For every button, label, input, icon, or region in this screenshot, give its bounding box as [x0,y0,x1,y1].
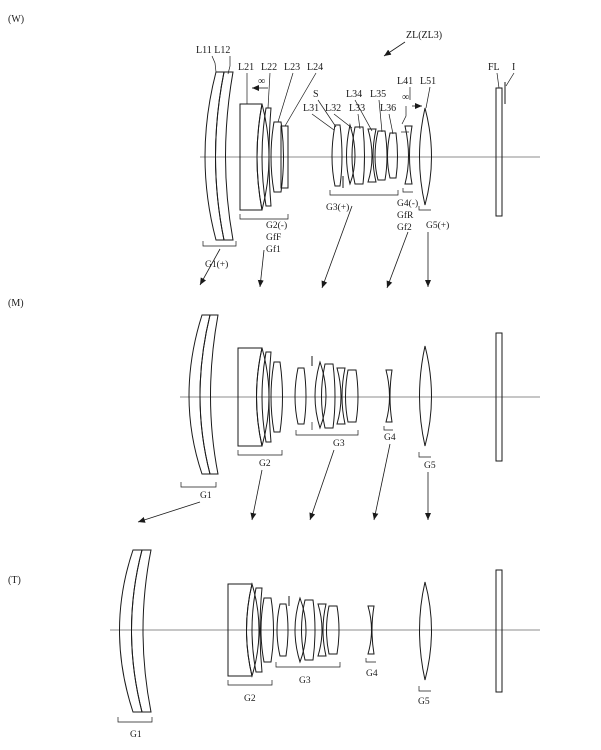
tele-g1-lens-group [119,549,152,713]
wide-g1-label: G1(+) [205,259,228,270]
label-zl-zl3: ZL(ZL3) [406,30,442,41]
label-l21: L21 [238,62,254,73]
wide-g4-infinity-mark: ∞ [402,92,409,103]
tele-position-diagram: (T) G1 G2 G3 G4 G5 [8,549,540,740]
label-l51: L51 [420,76,436,87]
wide-g5-label: G5(+) [426,220,449,231]
middle-g5-label: G5 [424,461,436,471]
middle-g3-lens-group [294,360,359,430]
middle-g1-label: G1 [200,491,212,501]
wide-g2-label: G2(-) [266,220,287,231]
tele-g5-label: G5 [418,697,430,707]
middle-g1-lens-group [188,314,219,475]
label-s: S [313,89,319,100]
tele-filter-plate [495,569,503,693]
wide-g5-lens [419,107,432,206]
middle-position-diagram: (M) G1 G2 G3 G4 [8,298,540,523]
tele-g5-lens [419,581,432,681]
label-l32: L32 [325,103,341,114]
wide-gf2-label: Gf2 [397,222,412,233]
middle-g4-label: G4 [384,433,396,443]
tele-g2-lens-group [227,582,274,678]
tele-g2-label: G2 [244,694,256,704]
wide-g2-infinity-mark: ∞ [258,76,265,87]
wide-g2-lens-group [239,103,289,211]
wide-g4-label: G4(-) [397,198,418,209]
label-l35: L35 [370,89,386,100]
label-l24: L24 [307,62,323,73]
tele-position-label: (T) [8,575,21,586]
tele-g4-lens [367,605,375,655]
label-fl: FL [488,62,500,73]
label-l41: L41 [397,76,413,87]
middle-filter-plate [495,332,503,462]
wide-position-diagram: (W) [8,14,540,289]
wide-gf1-label: Gf1 [266,244,281,255]
label-l36: L36 [380,103,396,114]
tele-g4-label: G4 [366,669,378,679]
tele-g3-lens-group [276,596,340,664]
tele-g1-label: G1 [130,730,142,740]
wide-g1-lens-group [204,71,234,241]
wide-g4-lens-group [401,125,413,185]
label-l11-l12: L11 L12 [196,45,230,56]
middle-g4-lens [385,369,393,423]
wide-position-label: (W) [8,14,24,25]
wide-filter-plate [495,87,503,217]
wide-g3-lens-group [331,123,398,187]
middle-g5-lens [419,345,432,447]
middle-g2-lens-group [237,347,283,447]
tele-g3-label: G3 [299,676,311,686]
wide-gfr-label: GfR [397,210,414,221]
wide-g3-label: G3(+) [326,202,349,213]
middle-g3-label: G3 [333,439,345,449]
label-l33: L33 [349,103,365,114]
label-l31: L31 [303,103,319,114]
label-l34: L34 [346,89,362,100]
middle-position-label: (M) [8,298,24,309]
wide-gff-label: GfF [266,232,281,243]
label-l22: L22 [261,62,277,73]
label-i: I [512,62,515,73]
middle-g2-label: G2 [259,459,271,469]
label-l23: L23 [284,62,300,73]
